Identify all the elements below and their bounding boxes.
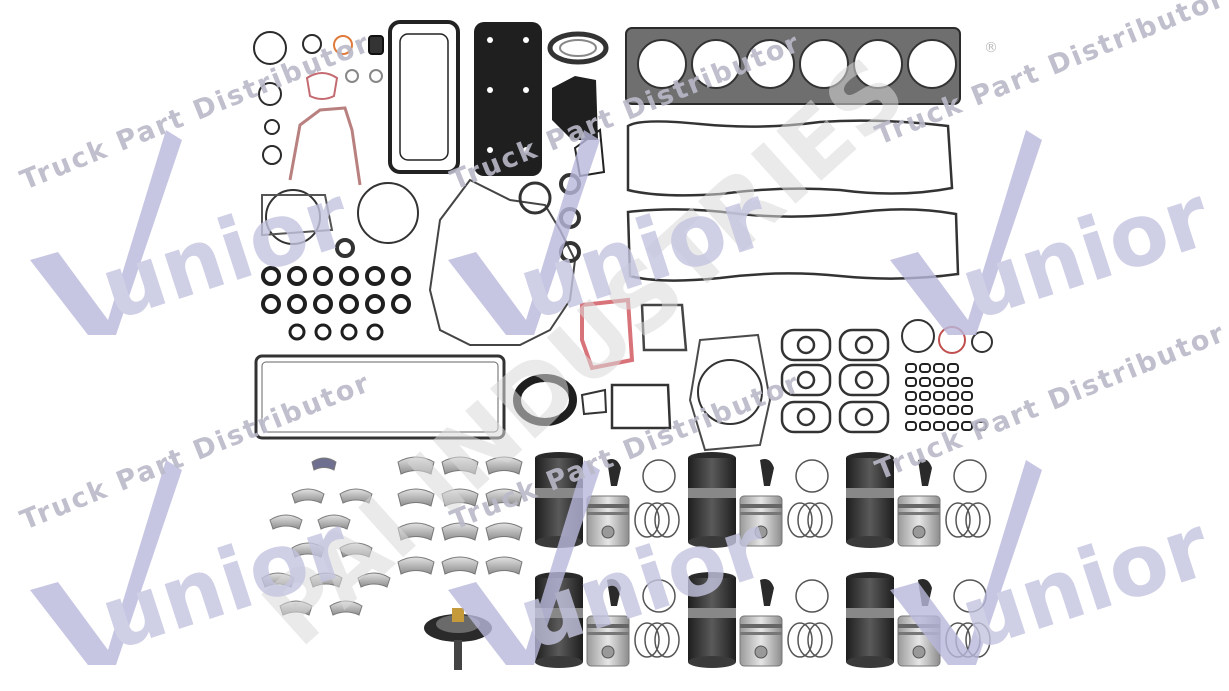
water-pump-gaskets xyxy=(261,182,419,258)
piston-pin-clip xyxy=(607,579,621,606)
exhaust-manifold-gaskets xyxy=(780,328,890,434)
exhaust-gasket-red xyxy=(580,297,635,371)
turbo-mount-gasket xyxy=(610,383,672,430)
cylinder-kit xyxy=(688,452,833,548)
checkmark-icon xyxy=(30,130,182,335)
piston-pin-clip xyxy=(607,459,621,486)
thermostat-housing-gasket xyxy=(552,76,598,140)
piston xyxy=(897,495,941,547)
cylinder-liner xyxy=(846,572,894,668)
cylinder-kit xyxy=(846,452,991,548)
piston xyxy=(739,615,783,667)
piston-rings xyxy=(634,459,680,538)
brand-logo-watermark: unior xyxy=(890,130,1222,340)
front-cover-gasket xyxy=(288,106,362,186)
small-seals-top-left xyxy=(253,31,384,165)
rod-bearings xyxy=(397,456,523,575)
checkmark-icon xyxy=(890,460,1042,665)
timing-cover-gasket xyxy=(428,178,577,346)
piston-pin-clip xyxy=(918,459,932,486)
checkmark-icon xyxy=(890,130,1042,335)
checkmark-icon xyxy=(30,460,182,665)
engine-parts xyxy=(253,20,993,670)
piston-rings xyxy=(787,579,833,658)
cylinder-liner xyxy=(688,572,736,668)
brand-name-text: unior xyxy=(90,166,362,340)
checkmark-icon xyxy=(448,130,600,335)
piston-rings xyxy=(634,579,680,658)
valve-stem-seals xyxy=(261,266,411,341)
cylinder-kit xyxy=(688,572,833,668)
cylinder-kits xyxy=(535,452,991,668)
cylinder-liner xyxy=(688,452,736,548)
checkmark-icon xyxy=(448,460,600,665)
valve-cover-gaskets xyxy=(626,119,960,282)
main-bearings xyxy=(261,457,391,616)
piston-rings xyxy=(787,459,833,538)
piston-pin-clip xyxy=(760,579,774,606)
piston xyxy=(586,615,630,667)
rear-seal xyxy=(547,31,609,65)
piston-pin-clip xyxy=(760,459,774,486)
cylinder-liner xyxy=(846,452,894,548)
turbo-gasket xyxy=(640,303,688,352)
piston xyxy=(586,495,630,547)
oil-cooler-gasket xyxy=(388,20,460,174)
small-seals-grid xyxy=(905,363,987,431)
brand-logo-watermark: unior xyxy=(890,460,1222,670)
oil-cooler-plate xyxy=(474,22,542,176)
distributor-watermark-text: Truck Part Distributor xyxy=(871,317,1229,486)
piston-rings xyxy=(945,459,991,538)
registered-mark: ® xyxy=(984,40,998,56)
piston xyxy=(739,495,783,547)
flywheel-housing-gasket xyxy=(688,333,772,452)
brand-name-text: unior xyxy=(950,166,1222,340)
oil-pan-gasket xyxy=(254,354,506,440)
rear-crank-seal xyxy=(513,374,577,426)
cylinder-kit xyxy=(535,572,680,668)
cylinder-liner xyxy=(535,572,583,668)
head-gasket xyxy=(625,27,961,105)
